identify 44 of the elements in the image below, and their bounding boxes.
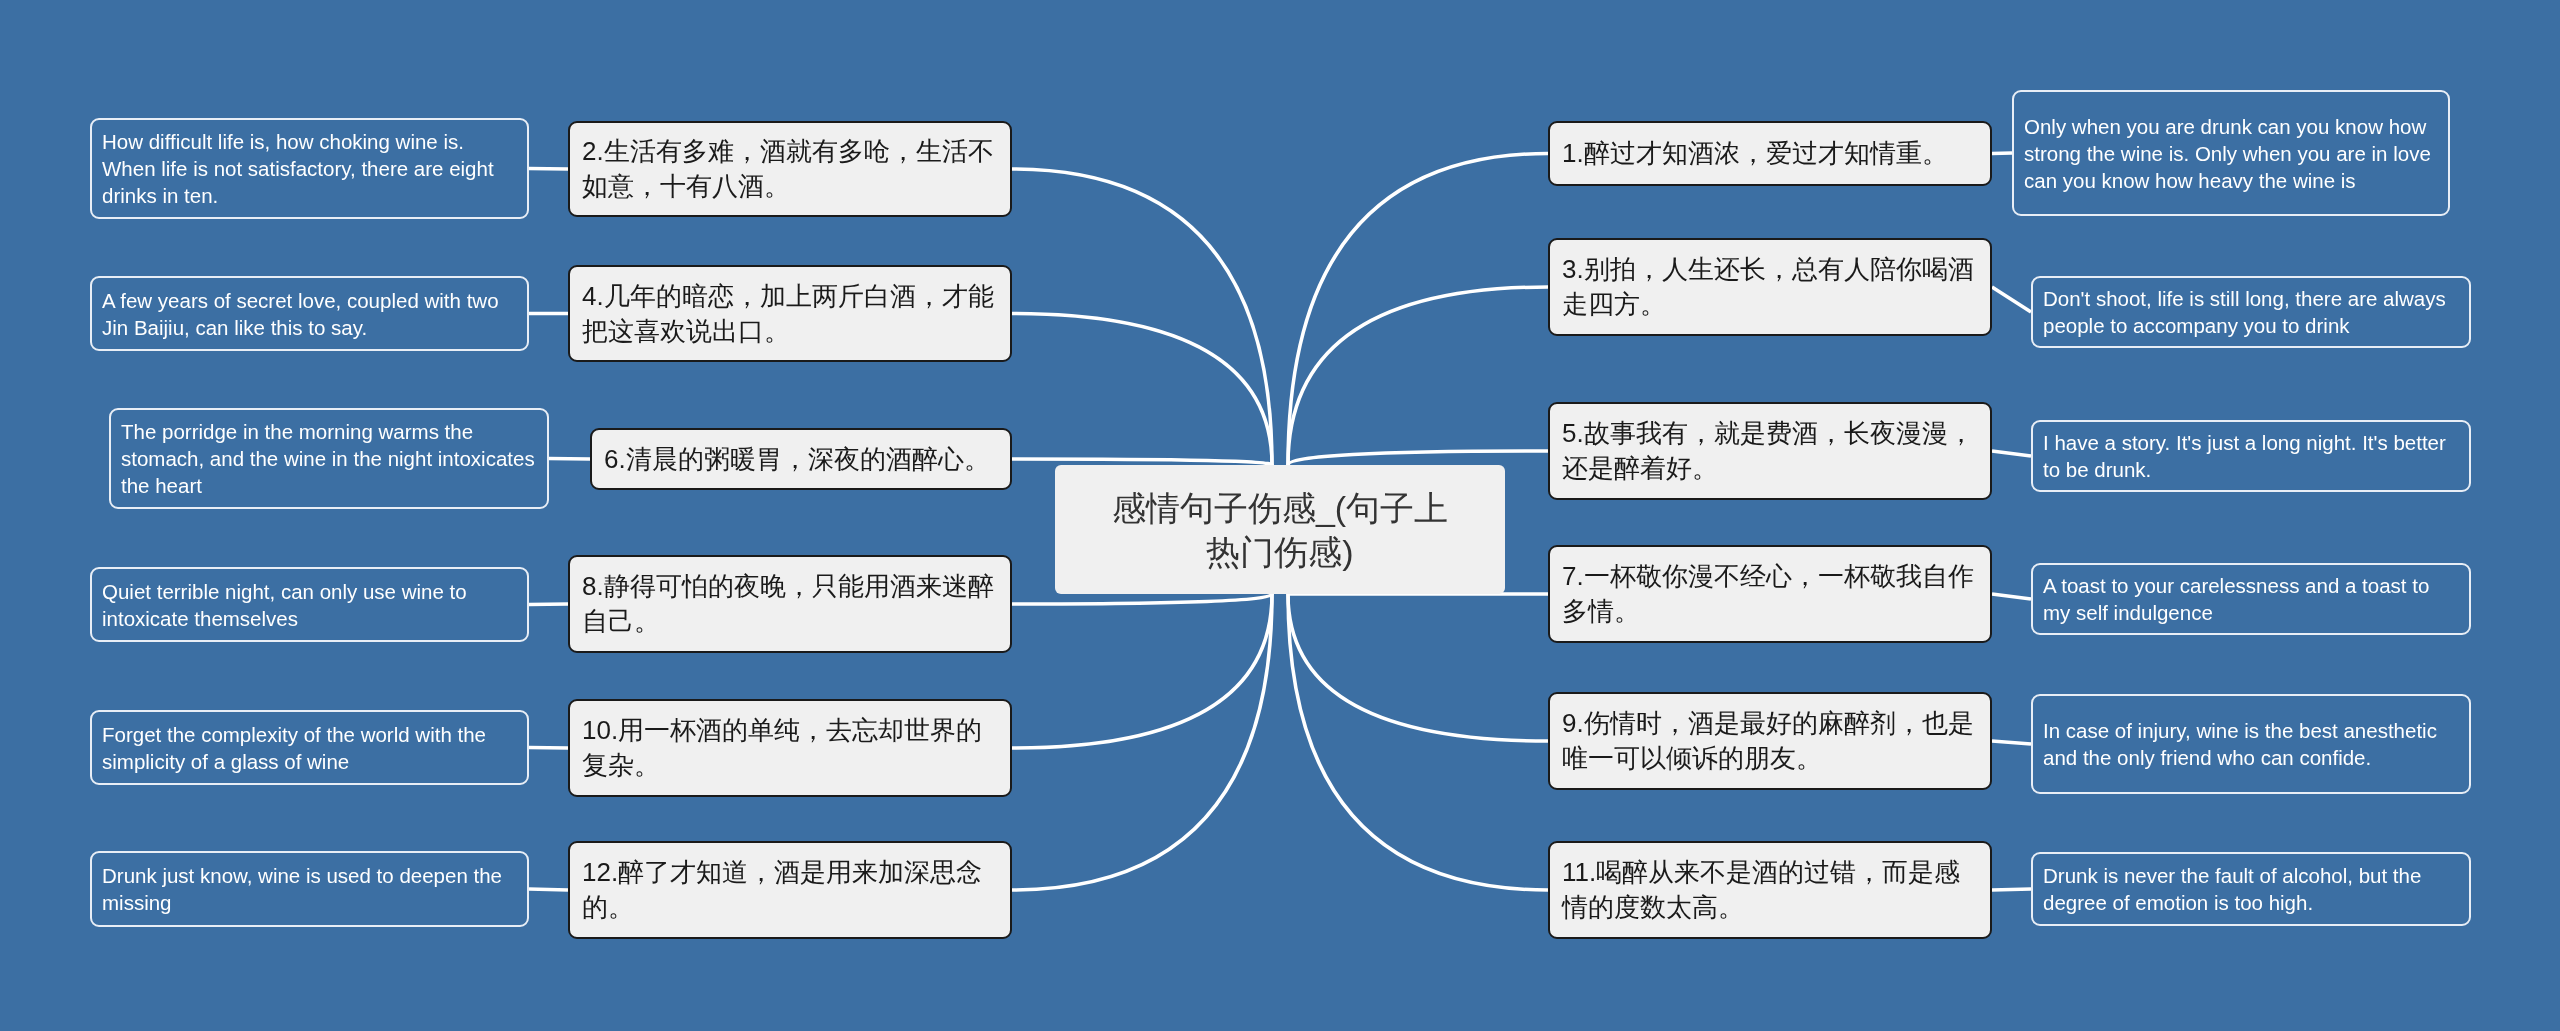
sentence-box: 6.清晨的粥暖胃，深夜的酒醉心。	[590, 428, 1012, 490]
connector-line	[548, 456, 591, 461]
connector-line	[528, 166, 569, 171]
translation-box: Drunk is never the fault of alcohol, but the degree of emotion is too high.	[2031, 852, 2471, 926]
connector-line	[1991, 739, 2032, 746]
connector-line	[1991, 887, 2032, 892]
connector-line	[1286, 449, 1548, 467]
connector-line	[528, 745, 569, 750]
translation-box: Forget the complexity of the world with the simplicity of a glass of wine	[90, 710, 529, 785]
connector-line	[1286, 593, 1549, 892]
sentence-box: 10.用一杯酒的单纯，去忘却世界的复杂。	[568, 699, 1012, 797]
topic-box: 感情句子伤感_(句子上热门伤感)	[1055, 465, 1505, 594]
connector-line	[529, 311, 568, 316]
translation-box: The porridge in the morning warms the stomach, and the wine in the night intoxicates the heart	[109, 408, 549, 509]
sentence-box: 8.静得可怕的夜晚，只能用酒来迷醉自己。	[568, 555, 1012, 653]
translation-box: How difficult life is, how choking wine is. When life is not satisfactory, there are eight drinks in ten.	[90, 118, 529, 219]
connector-line	[1991, 449, 2032, 458]
sentence-box: 4.几年的暗恋，加上两斤白酒，才能把这喜欢说出口。	[568, 265, 1012, 362]
sentence-box: 7.一杯敬你漫不经心，一杯敬我自作多情。	[1548, 545, 1992, 643]
connector-line	[1991, 151, 2013, 156]
connector-line	[1011, 311, 1274, 466]
translation-box: Drunk just know, wine is used to deepen the missing	[90, 851, 529, 927]
sentence-box: 3.别拍，人生还长，总有人陪你喝酒走四方。	[1548, 238, 1992, 336]
translation-box: Quiet terrible night, can only use wine to intoxicate themselves	[90, 567, 529, 642]
connector-line	[1991, 285, 2032, 314]
translation-box: In case of injury, wine is the best anesthetic and the only friend who can confide.	[2031, 694, 2471, 794]
sentence-box: 5.故事我有，就是费酒，长夜漫漫，还是醉着好。	[1548, 402, 1992, 500]
sentence-box: 9.伤情时，酒是最好的麻醉剂，也是唯一可以倾诉的朋友。	[1548, 692, 1992, 790]
translation-box: Only when you are drunk can you know how strong the wine is. Only when you are in love can you know how heavy the wine is	[2012, 90, 2450, 216]
translation-box: A few years of secret love, coupled with two Jin Baijiu, can like this to say.	[90, 276, 529, 351]
connector-line	[1288, 592, 1548, 596]
sentence-box: 2.生活有多难，酒就有多呛，生活不如意，十有八酒。	[568, 121, 1012, 217]
translation-box: Don't shoot, life is still long, there are always people to accompany you to drink	[2031, 276, 2471, 348]
connector-line	[1286, 285, 1549, 466]
translation-box: I have a story. It's just a long night. It's better to be drunk.	[2031, 420, 2471, 492]
connector-line	[528, 602, 569, 607]
translation-box: A toast to your carelessness and a toast to my self indulgence	[2031, 563, 2471, 635]
connector-line	[1011, 593, 1274, 892]
sentence-box: 12.醉了才知道，酒是用来加深思念的。	[568, 841, 1012, 939]
sentence-box: 11.喝醉从来不是酒的过错，而是感情的度数太高。	[1548, 841, 1992, 939]
sentence-box: 1.醉过才知酒浓，爱过才知情重。	[1548, 121, 1992, 186]
connector-line	[1012, 457, 1273, 467]
connector-line	[528, 887, 569, 892]
connector-line	[1991, 592, 2032, 601]
